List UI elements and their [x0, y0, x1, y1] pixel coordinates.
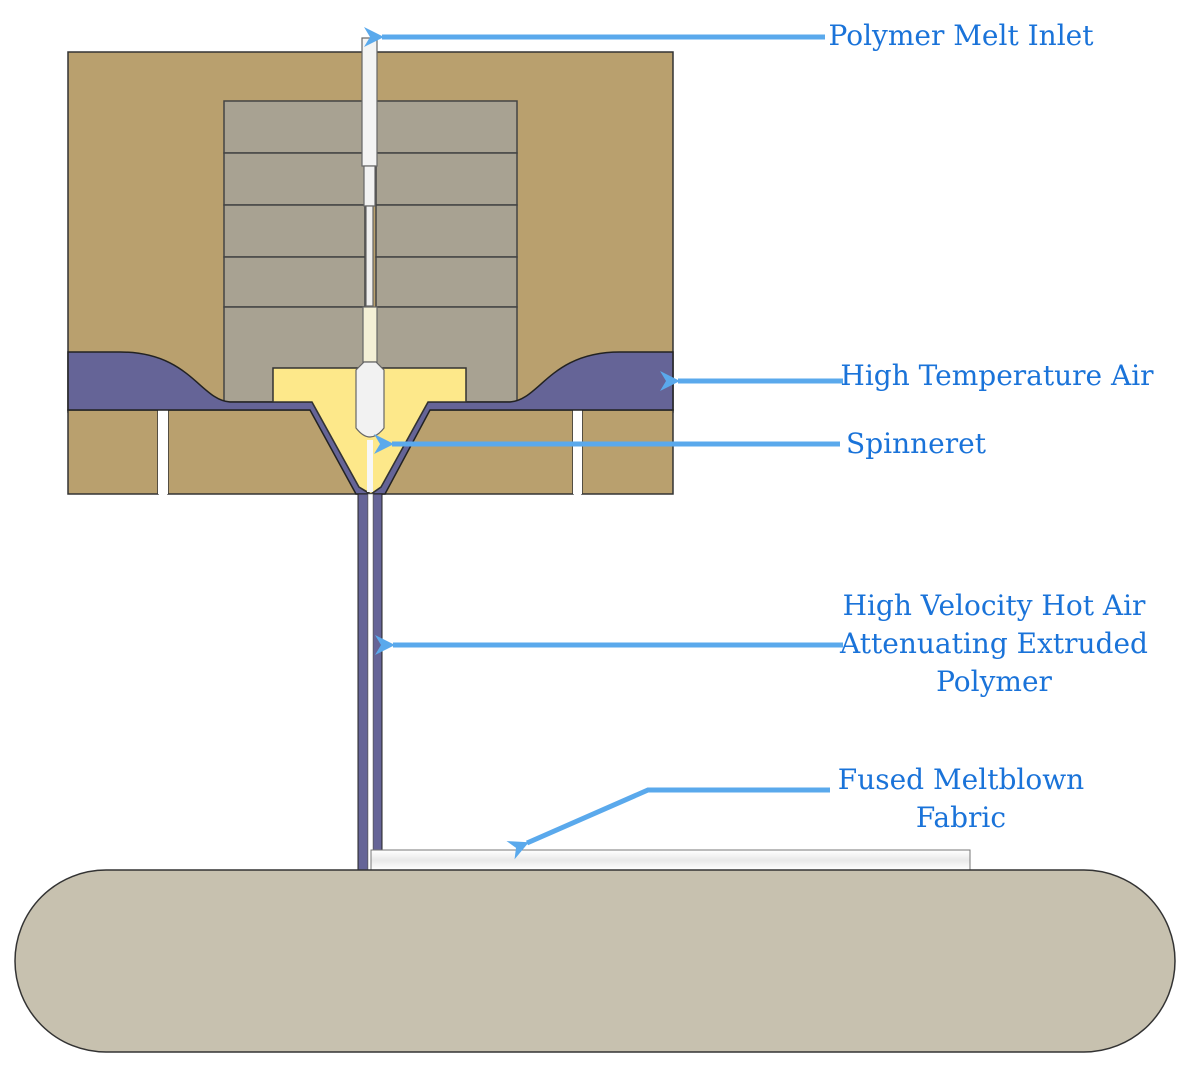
label-high-temperature-air: High Temperature Air [840, 359, 1154, 392]
meltblown-fabric [370, 849, 971, 871]
label-fabric-line-1: Fused Meltblown [838, 763, 1084, 796]
label-hot-air-line-1: High Velocity Hot Air [843, 589, 1146, 622]
label-hot-air-line-2: Attenuating Extruded [839, 627, 1148, 660]
arrow-fabric [506, 787, 830, 860]
polymer-melt-channel [355, 37, 385, 492]
label-polymer-melt-inlet: Polymer Melt Inlet [829, 19, 1095, 52]
label-hot-air-line-3: Polymer [936, 665, 1052, 698]
label-fabric-line-2: Fabric [916, 801, 1006, 834]
leader-arrows [364, 27, 843, 860]
attenuation-streams [357, 493, 383, 871]
collector-drum [14, 869, 1176, 1053]
label-spinneret: Spinneret [846, 427, 987, 460]
air-gaps [158, 410, 582, 494]
